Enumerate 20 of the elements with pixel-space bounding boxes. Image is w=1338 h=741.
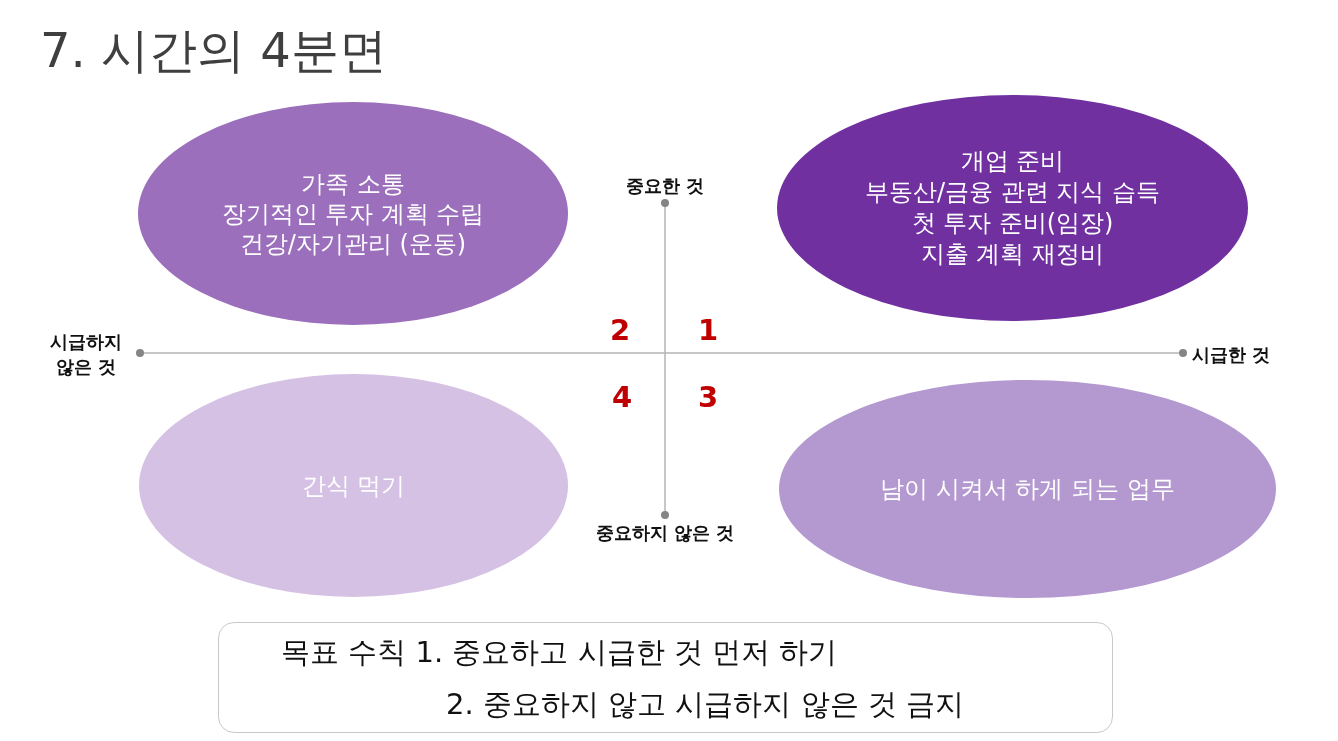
quadrant-item-text: 개업 준비 bbox=[960, 146, 1065, 177]
quadrant-number: 4 bbox=[611, 380, 633, 414]
quadrant-item-text: 장기적인 투자 계획 수립 bbox=[221, 198, 485, 229]
quadrant-number: 3 bbox=[697, 380, 719, 414]
quadrant-item-text: 부동산/금융 관련 지식 습득 bbox=[865, 177, 1160, 208]
quadrant-item-text: 가족 소통 bbox=[301, 168, 405, 199]
quadrant-number: 2 bbox=[609, 313, 631, 347]
quadrant-item-text: 간식 먹기 bbox=[301, 470, 406, 501]
slide-title: 7. 시간의 4분면 bbox=[40, 21, 387, 80]
quadrant-item-text: 남이 시켜서 하게 되는 업무 bbox=[880, 474, 1175, 504]
axis-label: 중요하지 않은 것 bbox=[595, 520, 735, 545]
rule-text: 목표 수칙 1. 중요하고 시급한 것 먼저 하기 bbox=[281, 633, 838, 671]
axis-label: 시급하지 않은 것 bbox=[49, 330, 123, 379]
quadrant-item-text: 지출 계획 재정비 bbox=[920, 239, 1105, 270]
axis-label: 시급한 것 bbox=[1192, 342, 1271, 367]
axis-label: 중요한 것 bbox=[625, 173, 705, 198]
quadrant-number: 1 bbox=[697, 313, 719, 347]
quadrant-item-text: 건강/자기관리 (운동) bbox=[239, 228, 467, 259]
quadrant-item-text: 첫 투자 준비(임장) bbox=[911, 208, 1114, 239]
rule-text: 2. 중요하지 않고 시급하지 않은 것 금지 bbox=[446, 685, 964, 723]
